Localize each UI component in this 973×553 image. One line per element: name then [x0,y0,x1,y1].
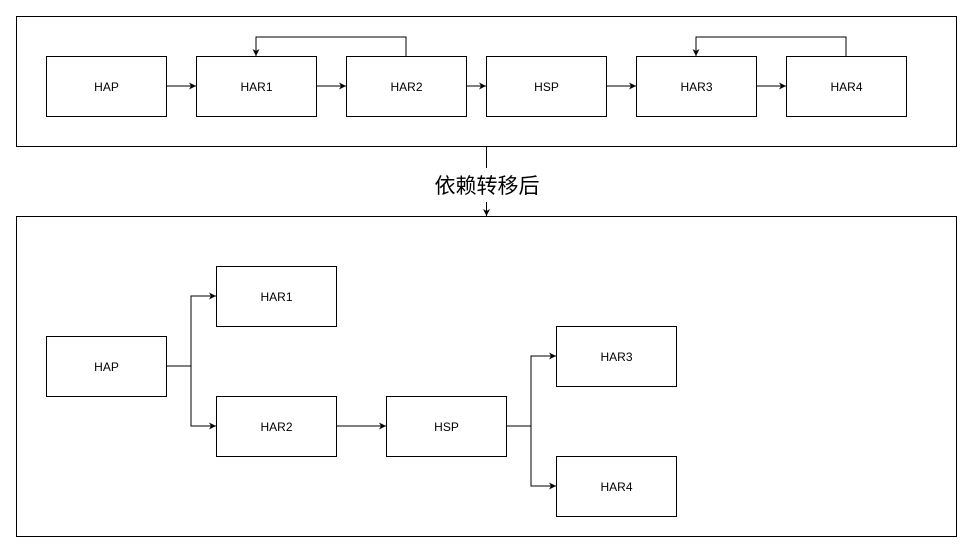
after-node-har4: HAR4 [556,456,677,517]
edge-after-hap-har2 [166,365,216,430]
before-node-har2: HAR2 [346,56,467,117]
after-node-har3: HAR3 [556,326,677,387]
edge-before-har2-har1 [252,36,407,56]
edge-after-hsp-har4 [506,425,556,490]
before-node-har1: HAR1 [196,56,317,117]
after-node-hap: HAP [46,336,167,397]
before-node-hap: HAP [46,56,167,117]
edge-after-hap-har1 [166,292,216,367]
edge-after-hsp-har3 [506,352,556,427]
after-node-har2: HAR2 [216,396,337,457]
after-node-har1: HAR1 [216,266,337,327]
before-node-har3: HAR3 [636,56,757,117]
after-node-hsp: HSP [386,396,507,457]
transition-caption: 依赖转移后 [430,168,544,202]
edge-before-har4-har3 [692,36,847,56]
before-node-har4: HAR4 [786,56,907,117]
before-node-hsp: HSP [486,56,607,117]
after-panel [16,216,957,537]
